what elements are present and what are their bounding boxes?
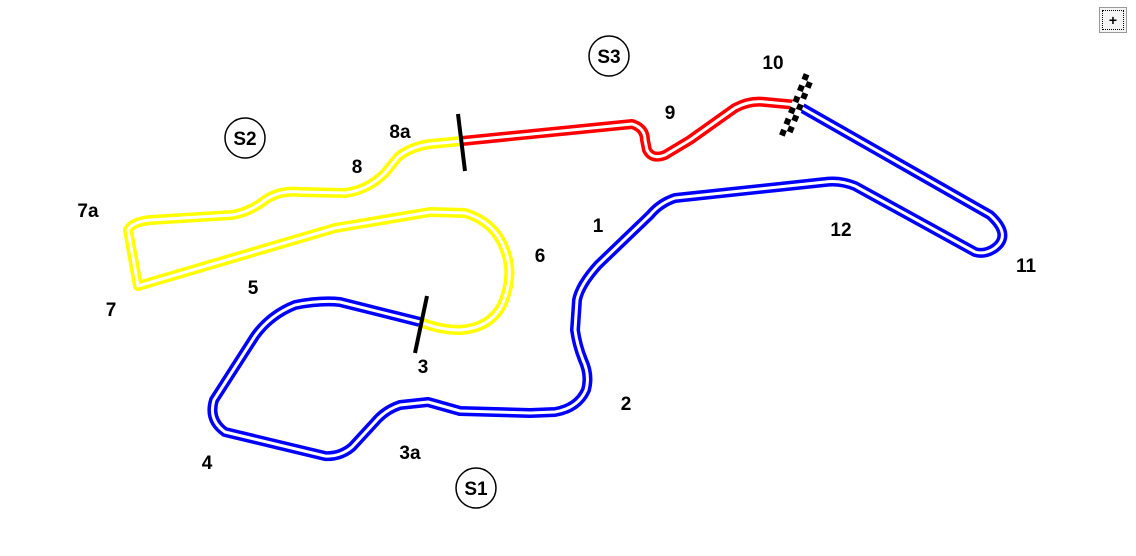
corner-label: 7a [77, 201, 99, 222]
sector-label-s3: S3 [597, 47, 620, 68]
zoom-in-button[interactable]: + [1099, 7, 1127, 33]
corner-label: 2 [621, 394, 632, 415]
flag-square [792, 95, 801, 104]
corner-label: 7 [106, 300, 117, 321]
flag-square [795, 103, 804, 112]
corner-label: 10 [762, 53, 783, 74]
corner-label: 3 [418, 357, 429, 378]
flag-square [801, 73, 810, 81]
sector-label-s2: S2 [233, 129, 256, 150]
flag-square [786, 125, 795, 134]
sector-line-s2-s3 [456, 113, 467, 172]
flag-square [797, 84, 805, 93]
corner-labels: 1 2 3 3a 4 5 6 7 7a 8 8a 9 10 11 12 [77, 53, 1036, 474]
flag-square [783, 117, 792, 126]
corner-label: 9 [665, 103, 676, 124]
flag-square [791, 114, 800, 123]
flag-square [788, 106, 796, 115]
corner-label: 6 [535, 246, 546, 267]
flag-square [779, 128, 787, 137]
flag-square [804, 80, 813, 89]
flag-square [800, 92, 809, 100]
checkered-flag-icon [779, 73, 815, 139]
sector-1-track [207, 100, 1008, 462]
corner-label: 5 [248, 278, 259, 299]
corner-label: 8 [352, 157, 363, 178]
sector-line-s1-s2 [413, 295, 429, 354]
corner-label: 8a [389, 122, 411, 143]
corner-label: 4 [202, 453, 213, 474]
sector-labels: S2 S3 S1 [224, 35, 630, 509]
corner-label: 1 [593, 216, 604, 237]
sector-label-s1: S1 [464, 479, 488, 500]
corner-label: 11 [1016, 256, 1037, 277]
sector-3-track [461, 96, 798, 162]
corner-label: 12 [830, 220, 851, 241]
corner-label: 3a [399, 443, 421, 464]
plus-icon: + [1102, 10, 1124, 30]
